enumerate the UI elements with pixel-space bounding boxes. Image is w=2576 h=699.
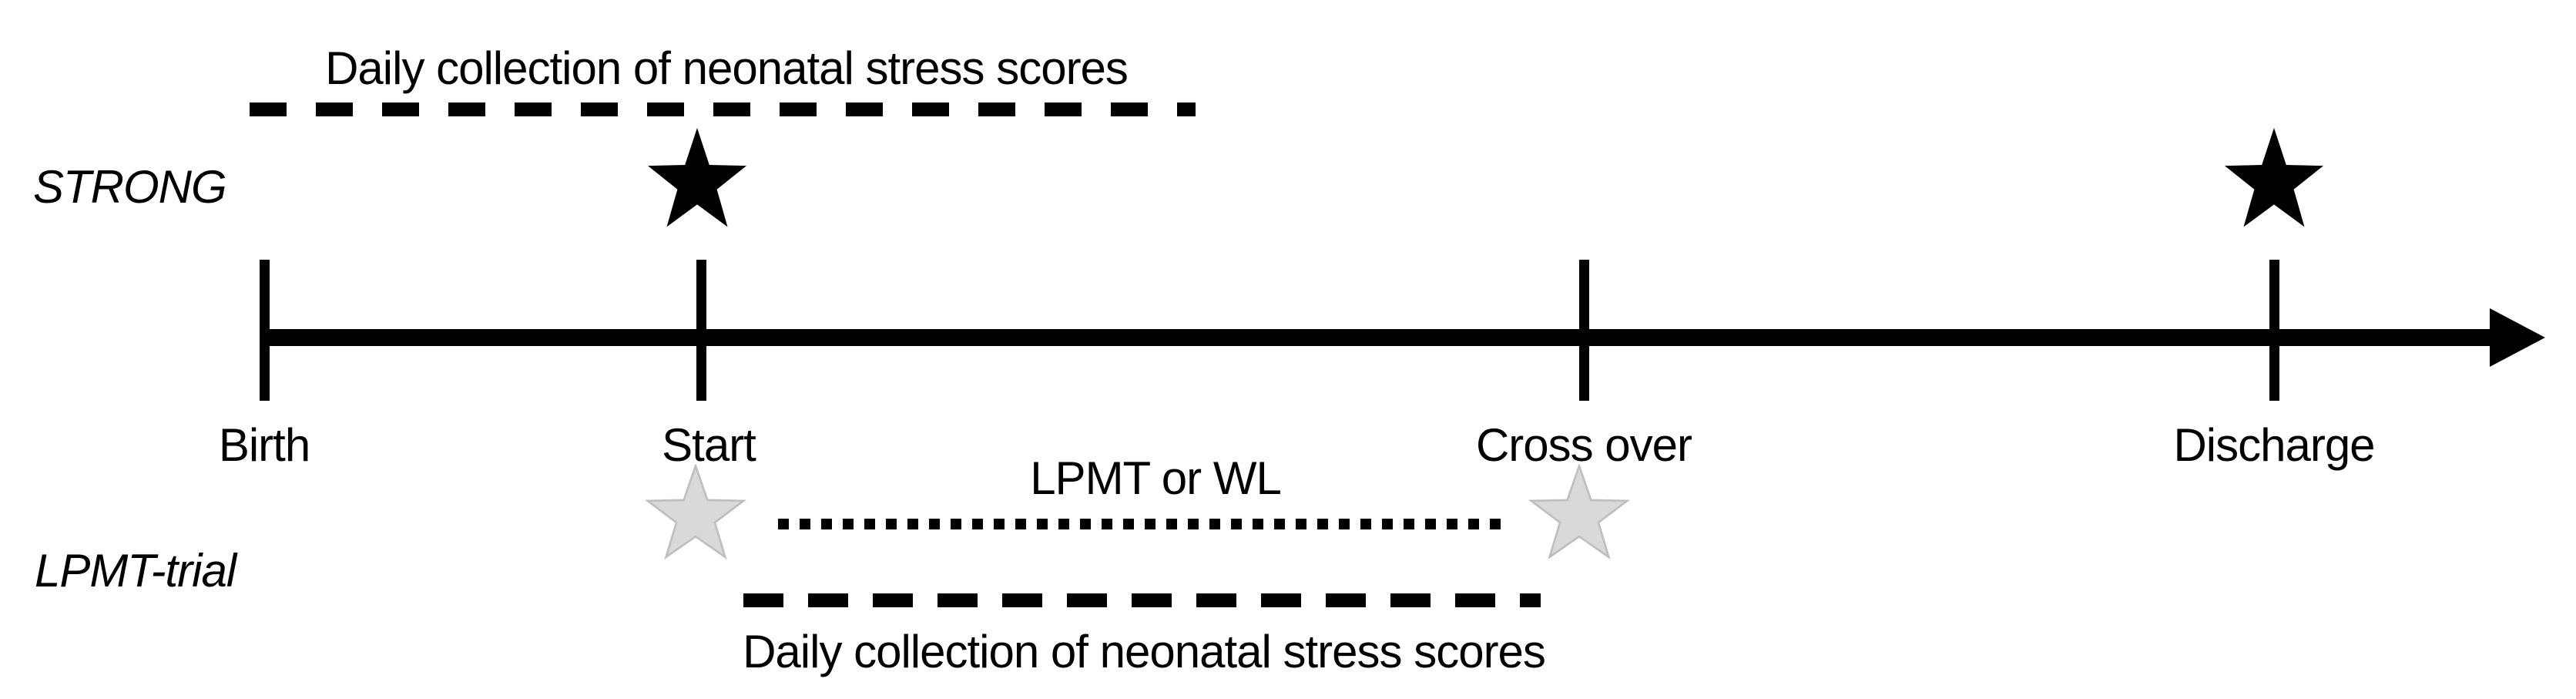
lpmt-trial-row-label: LPMT-trial xyxy=(35,545,236,597)
top-annotation-label: Daily collection of neonatal stress scor… xyxy=(325,42,1129,94)
tick-start xyxy=(696,260,706,401)
bottom-annotation-label: Daily collection of neonatal stress scor… xyxy=(743,626,1546,677)
tick-birth xyxy=(260,260,270,401)
black-star-icon-discharge xyxy=(2225,127,2323,227)
bottom-dashed-line xyxy=(743,593,1541,607)
milestone-label-cross-over: Cross over xyxy=(1475,419,1692,471)
tick-cross-over xyxy=(1579,260,1589,401)
timeline-axis xyxy=(265,329,2491,346)
milestone-label-birth: Birth xyxy=(218,419,310,471)
black-star-icon-start xyxy=(648,127,746,227)
gray-star-icon-cross-over xyxy=(1528,464,1631,560)
timeline-arrowhead-icon xyxy=(2490,308,2545,367)
tick-discharge xyxy=(2269,260,2279,401)
top-dashed-line xyxy=(250,102,1196,116)
strong-row-label: STRONG xyxy=(33,161,227,213)
gray-star-icon-start xyxy=(644,464,747,560)
intervention-label: LPMT or WL xyxy=(1030,452,1282,504)
intervention-dotted-line xyxy=(778,519,1502,529)
milestone-label-discharge: Discharge xyxy=(2173,419,2375,471)
milestone-label-start: Start xyxy=(662,419,756,471)
